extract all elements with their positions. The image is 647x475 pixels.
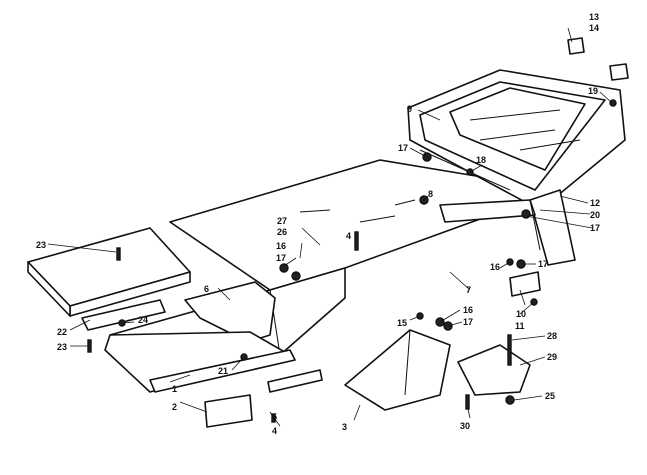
fasteners [87, 99, 617, 423]
callout-15: 15 [397, 318, 407, 328]
callout-18: 18 [476, 155, 486, 165]
callout-2: 2 [172, 402, 177, 412]
callout-4b: 4 [272, 426, 277, 436]
callout-20: 20 [590, 210, 600, 220]
left-running-board [27, 227, 191, 317]
callout-13: 13 [589, 12, 599, 22]
lower-mount-bracket [344, 329, 451, 411]
flap-bracket [81, 299, 166, 331]
callout-22: 22 [57, 327, 67, 337]
decal-14 [609, 63, 629, 81]
callout-5: 5 [272, 412, 277, 422]
callout-16c: 16 [490, 262, 500, 272]
callout-14: 14 [589, 23, 599, 33]
callout-21: 21 [218, 366, 228, 376]
callout-10: 10 [516, 309, 526, 319]
hitch-bracket [457, 344, 531, 396]
rear-bumper-assembly [407, 69, 626, 211]
callout-16a: 16 [276, 241, 286, 251]
callout-7: 7 [466, 285, 471, 295]
callout-30: 30 [460, 421, 470, 431]
callout-17e: 17 [590, 223, 600, 233]
callout-26: 26 [277, 227, 287, 237]
callout-3: 3 [342, 422, 347, 432]
callout-11: 11 [515, 321, 525, 331]
callout-12: 12 [590, 198, 600, 208]
callout-23a: 23 [36, 240, 46, 250]
callout-4a: 4 [346, 231, 351, 241]
reflector-plate [204, 394, 253, 428]
skid-plate [104, 331, 296, 393]
leader-lines [47, 27, 613, 427]
callout-19: 19 [588, 86, 598, 96]
side-bracket [529, 189, 576, 266]
callout-17c: 17 [538, 259, 548, 269]
callout-6: 6 [204, 284, 209, 294]
callout-29: 29 [547, 352, 557, 362]
decal-13 [567, 37, 585, 55]
callout-9: 9 [407, 104, 412, 114]
callout-16b: 16 [463, 305, 473, 315]
callout-17a: 17 [276, 253, 286, 263]
support-arm [439, 199, 541, 251]
small-bracket [267, 369, 323, 393]
strap-bracket [509, 271, 541, 297]
callout-24: 24 [138, 315, 148, 325]
callout-25: 25 [545, 391, 555, 401]
callout-17b: 17 [463, 317, 473, 327]
callout-1: 1 [172, 384, 177, 394]
callout-8: 8 [428, 189, 433, 199]
callout-28: 28 [547, 331, 557, 341]
cross-brace [184, 281, 276, 343]
callout-17d: 17 [398, 143, 408, 153]
callout-27: 27 [277, 216, 287, 226]
callout-23b: 23 [57, 342, 67, 352]
callout-labels: 1 2 3 4 4 5 6 7 8 9 10 11 12 13 14 15 16… [36, 12, 600, 436]
